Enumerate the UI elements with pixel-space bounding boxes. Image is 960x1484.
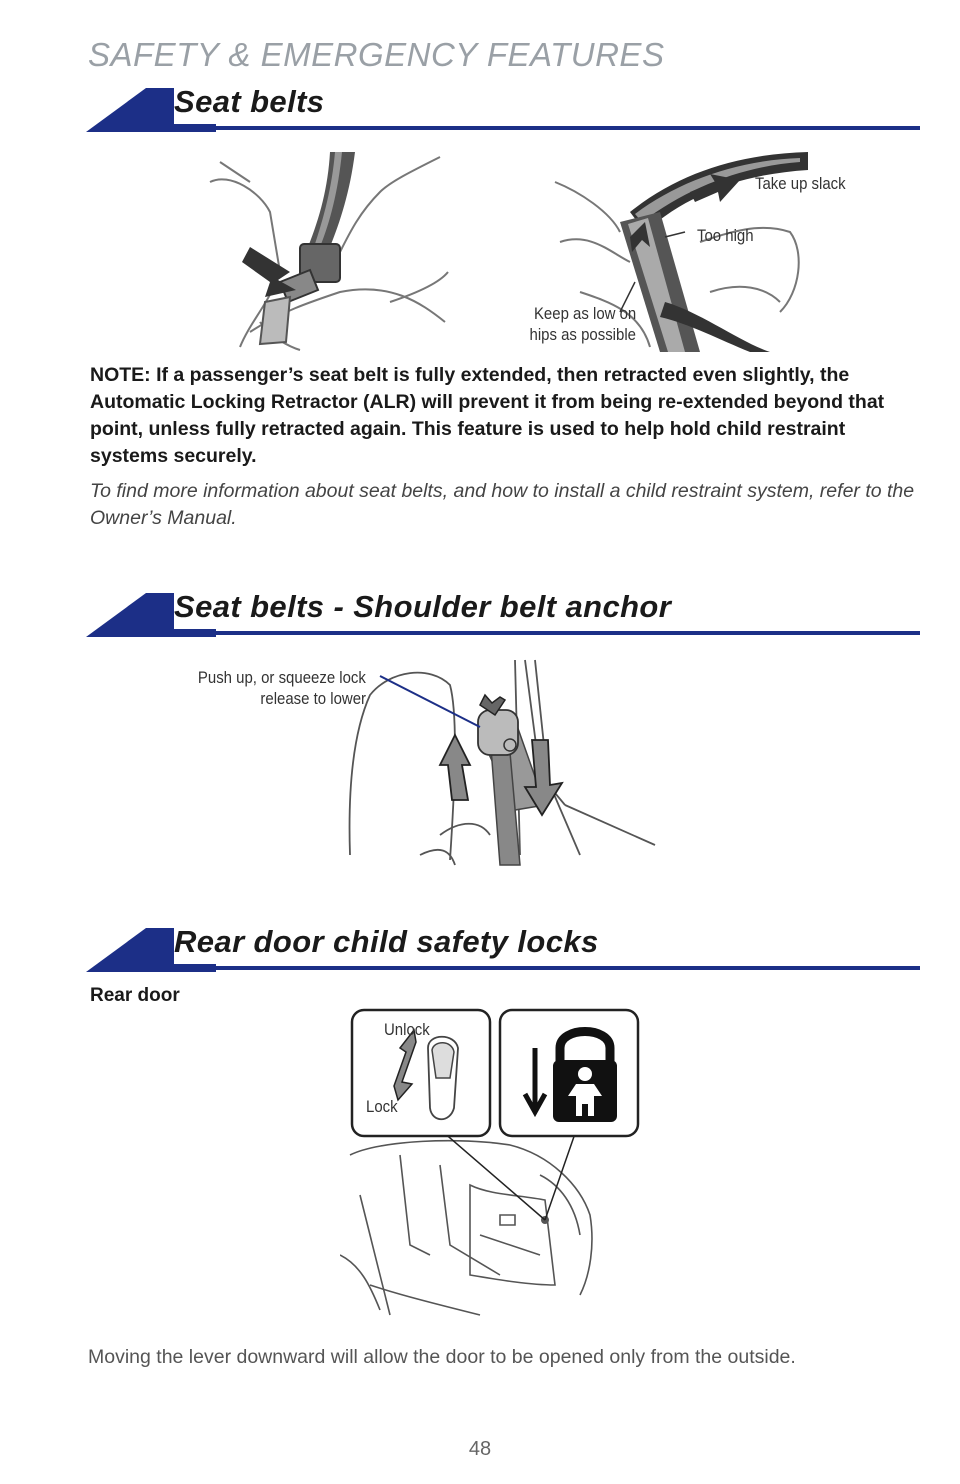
section-rule (178, 631, 920, 635)
section-header-seat-belts: Seat belts (86, 80, 920, 132)
page-number: 48 (468, 1438, 492, 1460)
section-title: Seat belts (174, 80, 331, 124)
callout-push-up-line2: release to lower (260, 689, 366, 708)
rear-door-subhead: Rear door (90, 985, 180, 1006)
belt-buckle-illustration (190, 152, 450, 352)
shoulder-anchor-illustration (340, 655, 660, 867)
callout-push-up-line1: Push up, or squeeze lock (198, 668, 366, 687)
owners-manual-reference: To find more information about seat belt… (90, 480, 915, 529)
lock-lever-inset (350, 1008, 492, 1138)
rear-door-illustration (340, 1135, 600, 1320)
section-rule (178, 966, 920, 970)
callout-take-up-slack: Take up slack (755, 174, 846, 193)
child-lock-icon (498, 1008, 640, 1138)
section-rule (178, 126, 920, 130)
section-title: Seat belts - Shoulder belt anchor (174, 585, 678, 629)
section-header-shoulder-anchor: Seat belts - Shoulder belt anchor (86, 585, 920, 637)
alr-note: NOTE: If a passenger’s seat belt is full… (90, 364, 885, 467)
section-title: Rear door child safety locks (174, 920, 605, 964)
page-header: SAFETY & EMERGENCY FEATURES (88, 36, 665, 73)
callout-keep-low-line1: Keep as low on (533, 304, 636, 323)
callout-too-high: Too high (697, 226, 754, 245)
child-lock-caption: Moving the lever downward will allow the… (88, 1346, 796, 1368)
label-unlock: Unlock (384, 1020, 430, 1039)
label-lock: Lock (366, 1097, 398, 1116)
callout-keep-low-line2: hips as possible (529, 325, 636, 344)
section-header-child-locks: Rear door child safety locks (86, 920, 920, 972)
lap-belt-illustration (550, 152, 810, 352)
